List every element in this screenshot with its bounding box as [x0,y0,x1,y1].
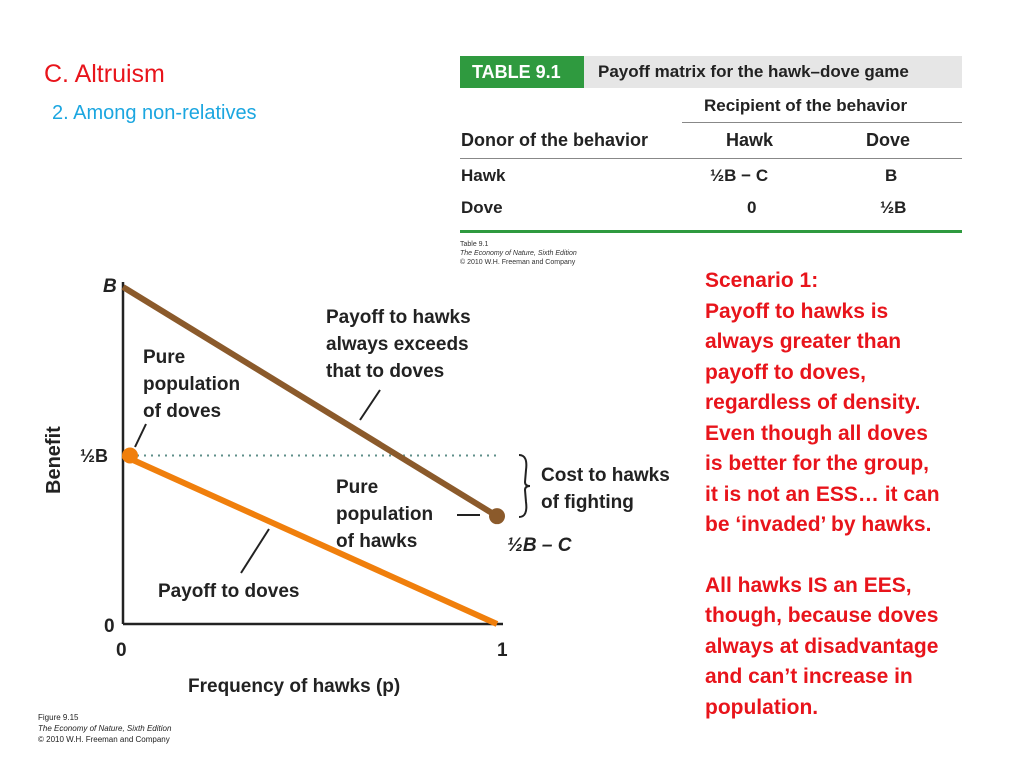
pure-doves-point [122,447,138,464]
figure-source-note: Figure 9.15 The Economy of Nature, Sixth… [38,712,171,745]
table-cell: 0 [747,198,757,217]
commentary-line: Even though all doves [705,421,928,445]
annotation-line: Cost to hawks [541,465,670,486]
annotation-line: that to doves [326,361,444,382]
table-source-note: Table 9.1 The Economy of Nature, Sixth E… [460,240,577,267]
slide-subtitle: 2. Among non-relatives [52,102,257,124]
pure-doves-annotation: Pure population of doves [143,347,240,422]
table-bottom-rule [460,230,962,233]
hawk-dove-chart: B ½B 0 0 1 Frequency of hawks (p) Benefi… [43,276,670,697]
commentary-line: payoff to doves, [705,360,867,384]
table-col-hawk: Hawk [726,130,774,150]
commentary-line: always greater than [705,330,902,353]
commentary-line: though, because doves [705,604,939,627]
figure-note-line: © 2010 W.H. Freeman and Company [38,735,170,744]
slide-title: C. Altruism [44,60,165,88]
hawk-payoff-line [121,284,499,519]
annotation-line: of doves [143,401,221,422]
doves-annotation-pointer [240,528,270,574]
annotation-line: of hawks [336,531,417,552]
table-note-line: © 2010 W.H. Freeman and Company [460,259,576,266]
table-cell: ½B [880,198,907,217]
commentary-line: population. [705,695,819,719]
commentary-line: always at disadvantage [705,634,939,658]
table-header-bar: TABLE 9.1 Payoff matrix for the hawk–dov… [460,56,962,88]
table-divider [682,122,962,123]
annotation-line: Payoff to hawks [326,307,471,328]
y-tick-zero: 0 [104,616,115,637]
dove-payoff-line [121,452,499,627]
commentary-line: Payoff to hawks is [705,299,889,323]
cost-annotation: Cost to hawks of fighting [541,465,670,513]
table-group-header: Recipient of the behavior [704,96,908,115]
table-divider [460,158,962,159]
annotation-line: always exceeds [326,334,469,355]
table-row-header: Donor of the behavior [461,130,649,150]
commentary-line: and can’t increase in [705,665,913,688]
table-row: Hawk ½B − C B [460,160,962,192]
table-cell: ½B − C [710,166,769,185]
table-cell: B [885,166,898,185]
pure-hawks-point [489,508,505,525]
pure-hawks-annotation: Pure population of hawks [336,477,433,552]
cost-brace [518,454,531,518]
end-value-label: ½B – C [507,535,572,556]
x-axis-label: Frequency of hawks (p) [188,676,400,697]
table-badge: TABLE 9.1 [460,56,584,88]
table-row-label: Dove [461,198,503,217]
commentary-text: Scenario 1: Payoff to hawks is always gr… [705,266,1005,723]
figure-note-line: Figure 9.15 [38,713,79,722]
commentary-line: All hawks IS an EES, [705,573,912,597]
hawks-annotation: Payoff to hawks always exceeds that to d… [326,307,471,382]
y-tick-half-b: ½B [80,446,108,466]
chart-points [122,447,505,525]
y-axis-label: Benefit [43,426,65,494]
commentary-line: is better for the group, [705,452,930,475]
figure-note-line: The Economy of Nature, Sixth Edition [38,724,172,733]
annotation-line: of fighting [541,492,634,513]
y-tick-b: B [103,276,117,297]
annotation-line: population [336,504,433,525]
paragraph-gap [705,541,1005,571]
table-caption: Payoff matrix for the hawk–dove game [598,62,909,81]
commentary-line: Scenario 1: [705,269,819,292]
table-group-header-row: Recipient of the behavior [460,88,962,124]
table-col-dove: Dove [866,130,911,150]
table-note-line: Table 9.1 [460,241,489,248]
table-note-line: The Economy of Nature, Sixth Edition [460,250,577,257]
x-tick-one: 1 [497,640,508,661]
hawks-annotation-pointer [359,389,381,421]
table-row: Dove 0 ½B [460,192,962,224]
payoff-table: TABLE 9.1 Payoff matrix for the hawk–dov… [460,56,962,233]
x-tick-zero: 0 [116,640,127,661]
annotation-line: Pure [143,347,185,368]
annotation-line: Pure [336,477,378,498]
table-column-header-row: Donor of the behavior Hawk Dove [460,124,962,160]
commentary-line: be ‘invaded’ by hawks. [705,513,932,536]
annotation-line: population [143,374,240,395]
pure-doves-pointer [134,423,147,448]
table-row-label: Hawk [461,166,506,185]
doves-annotation: Payoff to doves [158,581,299,602]
commentary-line: it is not an ESS… it can [705,482,940,506]
commentary-line: regardless of density. [705,391,921,414]
